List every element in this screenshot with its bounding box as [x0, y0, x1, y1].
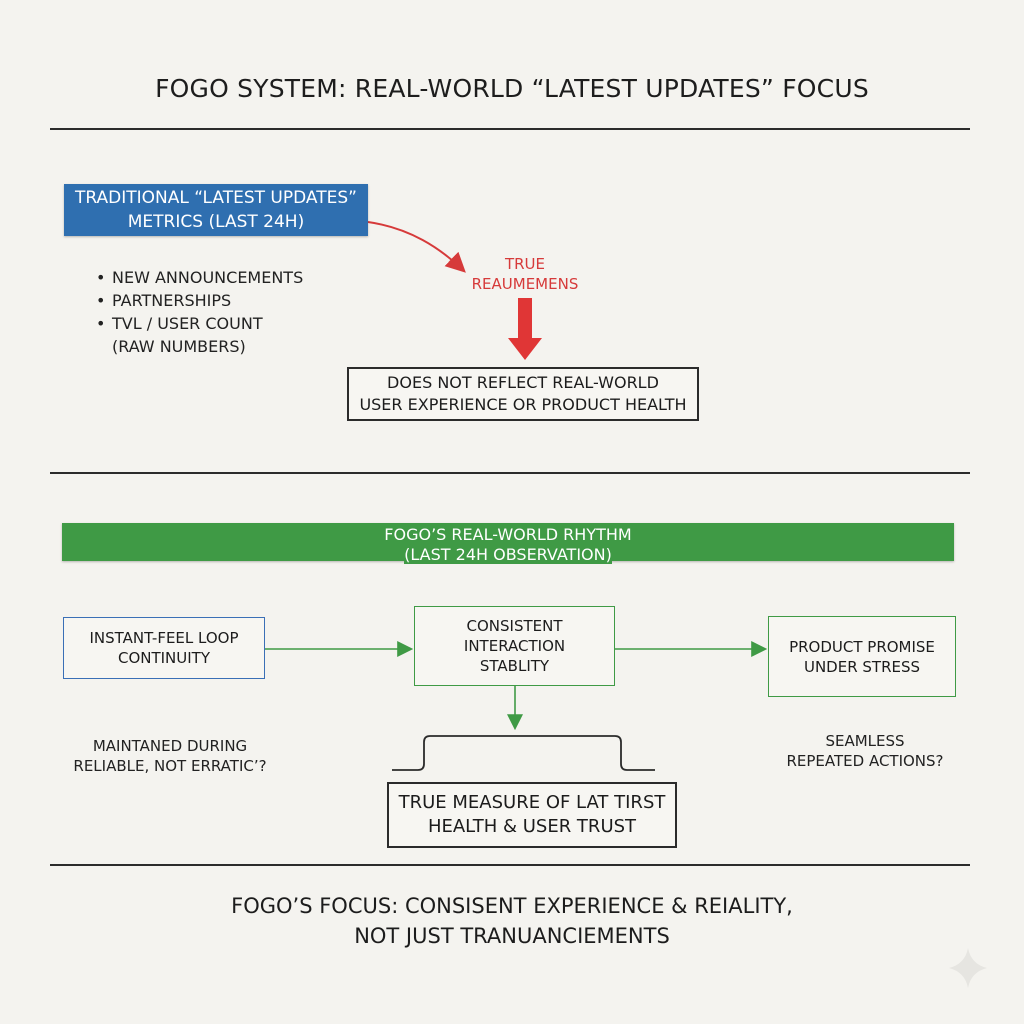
true-label-line1: TRUE — [504, 255, 546, 273]
measure-line2: HEALTH & USER TRUST — [427, 816, 637, 837]
note-left-line1: MAINTANED DURING — [92, 737, 248, 755]
list-item: NEW ANNOUNCEMENTS — [96, 266, 303, 289]
node-promise-line1: PRODUCT PROMISE — [789, 637, 935, 656]
list-item: PARTNERSHIPS — [96, 289, 303, 312]
footer-focus-statement: FOGO’S FOCUS: CONSISENT EXPERIENCE & REI… — [0, 891, 1024, 951]
node-interaction-stability: CONSISTENT INTERACTION STABLITY — [414, 606, 615, 686]
verdict-box: DOES NOT REFLECT REAL-WORLD USER EXPERIE… — [347, 367, 699, 421]
traditional-box-line2: METRICS (LAST 24H) — [127, 212, 305, 232]
node-promise-line2: UNDER STRESS — [803, 657, 921, 676]
rhythm-banner-line1: FOGO’S REAL-WORLD RHYTHM — [384, 525, 632, 544]
divider-middle — [50, 472, 970, 474]
measure-line1: TRUE MEASURE OF LAT TIRST — [398, 792, 666, 813]
node-loop-line1: INSTANT-FEEL LOOP — [89, 629, 239, 647]
node-instant-feel-loop: INSTANT-FEEL LOOP CONTINUITY — [63, 617, 265, 679]
rhythm-banner-text: FOGO’S REAL-WORLD RHYTHM (LAST 24H OBSER… — [62, 525, 954, 565]
true-measure-box: TRUE MEASURE OF LAT TIRST HEALTH & USER … — [387, 782, 677, 848]
traditional-metrics-box: TRADITIONAL “LATEST UPDATES” METRICS (LA… — [64, 184, 368, 236]
list-item-sub: (RAW NUMBERS) — [112, 337, 246, 356]
node-stability-line3: STABLITY — [479, 657, 550, 675]
note-right-line2: REPEATED ACTIONS? — [786, 752, 944, 770]
node-stability-line2: INTERACTION — [463, 637, 566, 655]
traditional-box-line1: TRADITIONAL “LATEST UPDATES” — [75, 188, 357, 208]
list-item: TVL / USER COUNT — [96, 312, 303, 335]
note-left: MAINTANED DURING RELIABLE, NOT ERRATIC’? — [60, 736, 280, 776]
footer-line1: FOGO’S FOCUS: CONSISENT EXPERIENCE & REI… — [231, 894, 793, 918]
verdict-line2: USER EXPERIENCE OR PRODUCT HEALTH — [359, 395, 687, 414]
true-label-line2: REAUMEMENS — [471, 275, 579, 293]
node-product-promise: PRODUCT PROMISE UNDER STRESS — [768, 616, 956, 697]
node-stability-line1: CONSISTENT — [466, 617, 563, 635]
footer-line2: NOT JUST TRANUANCIEMENTS — [354, 924, 670, 948]
curved-red-arrow — [367, 221, 466, 273]
measure-bracket — [392, 735, 655, 771]
verdict-line1: DOES NOT REFLECT REAL-WORLD — [387, 373, 659, 392]
traditional-metrics-list: NEW ANNOUNCEMENTS PARTNERSHIPS TVL / USE… — [96, 266, 303, 358]
note-left-line2: RELIABLE, NOT ERRATIC’? — [73, 757, 267, 775]
note-right-line1: SEAMLESS — [825, 732, 905, 750]
divider-top — [50, 128, 970, 130]
note-right: SEAMLESS REPEATED ACTIONS? — [770, 731, 960, 771]
sparkle-icon — [949, 948, 987, 988]
red-down-arrow — [508, 298, 542, 360]
page-title: FOGO SYSTEM: REAL-WORLD “LATEST UPDATES”… — [155, 74, 869, 103]
rhythm-banner-line2: (LAST 24H OBSERVATION) — [404, 545, 612, 564]
true-requirements-label: TRUE REAUMEMENS — [440, 254, 610, 294]
divider-bottom — [50, 864, 970, 866]
node-loop-line2: CONTINUITY — [117, 649, 211, 667]
